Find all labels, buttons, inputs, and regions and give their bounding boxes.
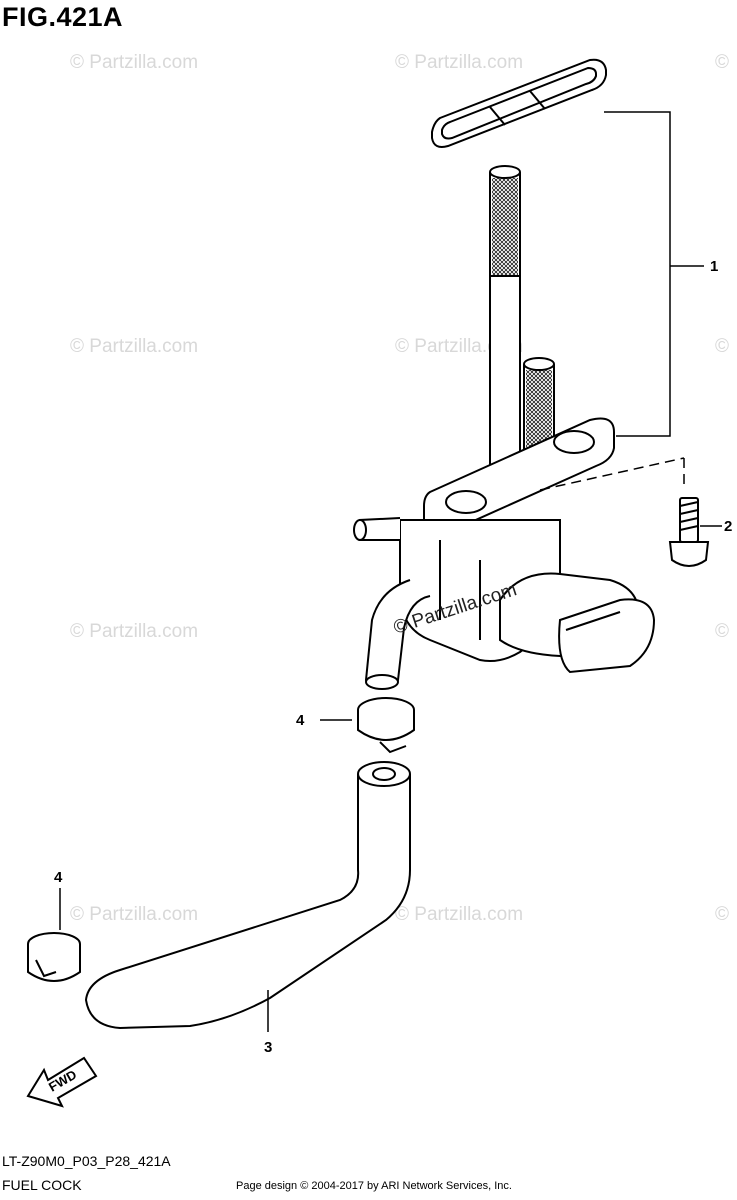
- callout-3: 3: [264, 1039, 272, 1056]
- watermark-symbol: ©: [715, 904, 729, 925]
- callout-1: 1: [710, 258, 718, 275]
- footer-credit: Page design © 2004-2017 by ARI Network S…: [236, 1180, 512, 1192]
- callout-4-lower: 4: [54, 869, 63, 886]
- strainer-pipe-long: [489, 165, 521, 494]
- fwd-arrow-icon: FWD: [26, 1056, 98, 1108]
- watermark: © Partzilla.com: [70, 621, 198, 642]
- watermark: © Partzilla.com: [70, 904, 198, 925]
- watermark-symbol: ©: [715, 621, 729, 642]
- bolt: [668, 497, 710, 567]
- watermark: © Partzilla.com: [395, 904, 523, 925]
- watermark: © Partzilla.com: [70, 336, 198, 357]
- hose-clamp-upper: [357, 697, 415, 754]
- figure-code: LT-Z90M0_P03_P28_421A: [2, 1153, 171, 1169]
- figure-name: FUEL COCK: [2, 1177, 82, 1193]
- fuel-hose: [84, 761, 411, 1030]
- figure-title: FIG.421A: [2, 2, 124, 32]
- leader-1: [604, 111, 704, 437]
- gasket: [431, 58, 607, 148]
- fuel-cock-body: [353, 417, 656, 690]
- watermark: © Partzilla.com: [70, 52, 198, 73]
- callout-4-upper: 4: [296, 712, 305, 729]
- callout-2: 2: [724, 518, 732, 535]
- leader-2: [539, 457, 722, 527]
- watermark-symbol: ©: [715, 52, 729, 73]
- hose-clamp-lower: [27, 932, 81, 982]
- watermark: © Partzilla.com: [395, 52, 523, 73]
- watermark-symbol: ©: [715, 336, 729, 357]
